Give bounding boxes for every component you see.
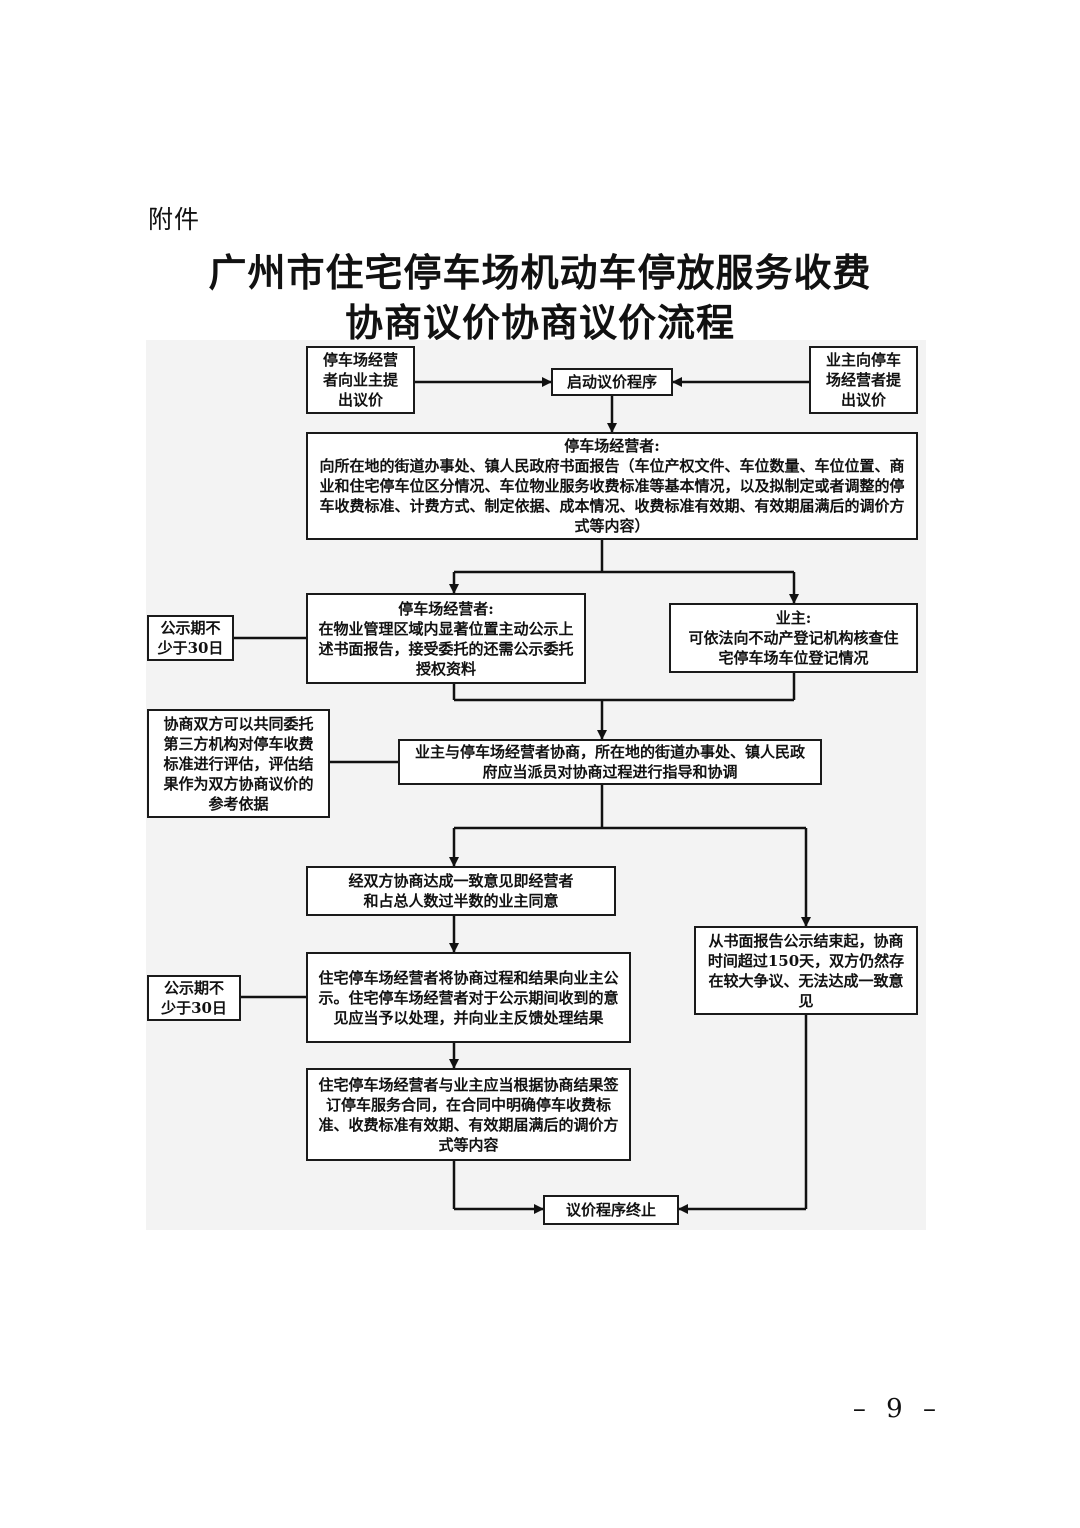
negotiate-text: 业主与停车场经营者协商，所在地的街道办事处、镇人民政府应当派员对协商过程进行指导… xyxy=(414,743,805,781)
no-agreement-box: 从书面报告公示结束起，协商时间超过150天，双方仍然存在较大争议、无法达成一致意… xyxy=(694,926,918,1015)
start-text: 启动议价程序 xyxy=(566,373,657,391)
report-heading: 停车场经营者: xyxy=(564,437,660,455)
agreement-text: 经双方协商达成一致意见即经营者和占总人数过半数的业主同意 xyxy=(348,872,574,910)
page-number: – 9 – xyxy=(852,1394,942,1424)
operator-publicize-heading: 停车场经营者: xyxy=(398,599,494,618)
third-party-text: 协商双方可以共同委托第三方机构对停车收费标准进行评估，评估结果作为双方协商议价的… xyxy=(163,714,314,813)
report-body: 向所在地的街道办事处、镇人民政府书面报告（车位产权文件、车位数量、车位位置、商业… xyxy=(319,457,905,535)
report-box: 停车场经营者: 向所在地的街道办事处、镇人民政府书面报告（车位产权文件、车位数量… xyxy=(306,432,918,540)
owner-check-heading: 业主: xyxy=(775,609,812,627)
owner-check-body: 可依法向不动产登记机构核查住宅停车场车位登记情况 xyxy=(688,629,899,667)
negotiate-box: 业主与停车场经营者协商，所在地的街道办事处、镇人民政府应当派员对协商过程进行指导… xyxy=(398,739,822,785)
attachment-label: 附件 xyxy=(148,205,201,234)
notice-period-box-1: 公示期不少于30日 xyxy=(147,615,234,661)
sign-contract-box: 住宅停车场经营者与业主应当根据协商结果签订停车服务合同，在合同中明确停车收费标准… xyxy=(306,1068,631,1161)
end-box: 议价程序终止 xyxy=(543,1195,679,1225)
operator-propose-box: 停车场经营者向业主提出议价 xyxy=(306,346,415,414)
no-agreement-text: 从书面报告公示结束起，协商时间超过150天，双方仍然存在较大争议、无法达成一致意… xyxy=(707,931,905,1010)
owner-check-box: 业主: 可依法向不动产登记机构核查住宅停车场车位登记情况 xyxy=(669,603,918,673)
agreement-box: 经双方协商达成一致意见即经营者和占总人数过半数的业主同意 xyxy=(306,866,616,916)
owner-propose-text: 业主向停车场经营者提出议价 xyxy=(825,351,901,409)
sign-contract-text: 住宅停车场经营者与业主应当根据协商结果签订停车服务合同，在合同中明确停车收费标准… xyxy=(318,1075,619,1154)
operator-publicize-box: 停车场经营者: 在物业管理区域内显著位置主动公示上述书面报告，接受委托的还需公示… xyxy=(306,593,586,684)
owner-propose-box: 业主向停车场经营者提出议价 xyxy=(809,346,918,414)
third-party-box: 协商双方可以共同委托第三方机构对停车收费标准进行评估，评估结果作为双方协商议价的… xyxy=(147,709,330,818)
document-title-line-2: 协商议价协商议价流程 xyxy=(344,300,735,345)
notice-period-box-2: 公示期不少于30日 xyxy=(147,975,241,1021)
publicize-result-box: 住宅停车场经营者将协商过程和结果向业主公示。住宅停车场经营者对于公示期间收到的意… xyxy=(306,952,631,1043)
notice-period-text-2: 公示期不少于30日 xyxy=(161,979,227,1017)
notice-period-text-1: 公示期不少于30日 xyxy=(157,619,224,657)
end-text: 议价程序终止 xyxy=(565,1201,656,1219)
publicize-result-text: 住宅停车场经营者将协商过程和结果向业主公示。住宅停车场经营者对于公示期间收到的意… xyxy=(318,968,619,1027)
start-box: 启动议价程序 xyxy=(551,368,673,396)
operator-publicize-body: 在物业管理区域内显著位置主动公示上述书面报告，接受委托的还需公示委托授权资料 xyxy=(318,619,574,678)
document-title-line-1: 广州市住宅停车场机动车停放服务收费 xyxy=(208,250,872,295)
operator-propose-text: 停车场经营者向业主提出议价 xyxy=(322,351,398,409)
